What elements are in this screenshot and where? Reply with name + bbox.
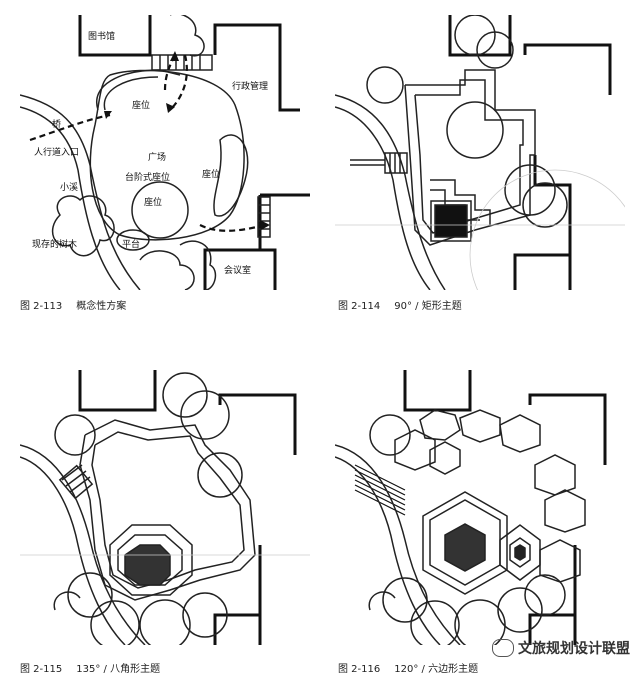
caption-2-115: 图 2-115 135° / 八角形主题 bbox=[20, 660, 160, 675]
label-creek: 小溪 bbox=[60, 183, 79, 193]
label-platform: 平台 bbox=[122, 240, 141, 250]
label-seat-center: 座位 bbox=[144, 198, 163, 208]
concept-plan-drawing bbox=[20, 15, 310, 290]
figure-2-114 bbox=[335, 15, 625, 290]
caption-2-113: 图 2-113 概念性方案 bbox=[20, 297, 126, 312]
figure-title: 135° / 八角形主题 bbox=[76, 664, 161, 675]
caption-2-116: 图 2-116 120° / 六边形主题 bbox=[338, 660, 478, 675]
watermark: 文旅规划设计联盟 bbox=[492, 638, 630, 658]
label-admin: 行政管理 bbox=[232, 82, 269, 92]
label-seat-right: 座位 bbox=[202, 170, 221, 180]
label-library: 图书馆 bbox=[88, 32, 116, 42]
figure-title: 90° / 矩形主题 bbox=[394, 301, 462, 312]
figure-number: 图 2-114 bbox=[338, 301, 381, 312]
caption-2-114: 图 2-114 90° / 矩形主题 bbox=[338, 297, 462, 312]
wechat-icon bbox=[492, 639, 514, 657]
figure-number: 图 2-115 bbox=[20, 664, 63, 675]
figure-2-115 bbox=[20, 370, 310, 645]
octagonal-theme-drawing bbox=[20, 370, 310, 645]
figure-number: 图 2-113 bbox=[20, 301, 63, 312]
label-meeting: 会议室 bbox=[224, 266, 252, 276]
rectangular-theme-drawing bbox=[335, 15, 625, 290]
watermark-text: 文旅规划设计联盟 bbox=[518, 641, 630, 657]
hexagonal-theme-drawing bbox=[335, 370, 607, 645]
label-entrance: 人行道入口 bbox=[34, 148, 80, 158]
figure-title: 120° / 六边形主题 bbox=[394, 664, 479, 675]
figure-number: 图 2-116 bbox=[338, 664, 381, 675]
label-plaza: 广场 bbox=[148, 153, 167, 163]
label-existing-tree: 现存的树木 bbox=[32, 240, 78, 250]
label-stepped-seat: 台阶式座位 bbox=[125, 173, 171, 183]
figure-2-116 bbox=[335, 370, 625, 645]
figure-2-113: 图书馆 行政管理 座位 桥 人行道入口 广场 台阶式座位 座位 小溪 座位 现存… bbox=[20, 15, 310, 290]
label-seat-top: 座位 bbox=[132, 101, 151, 111]
figure-title: 概念性方案 bbox=[76, 301, 127, 312]
label-bridge: 桥 bbox=[52, 120, 62, 130]
